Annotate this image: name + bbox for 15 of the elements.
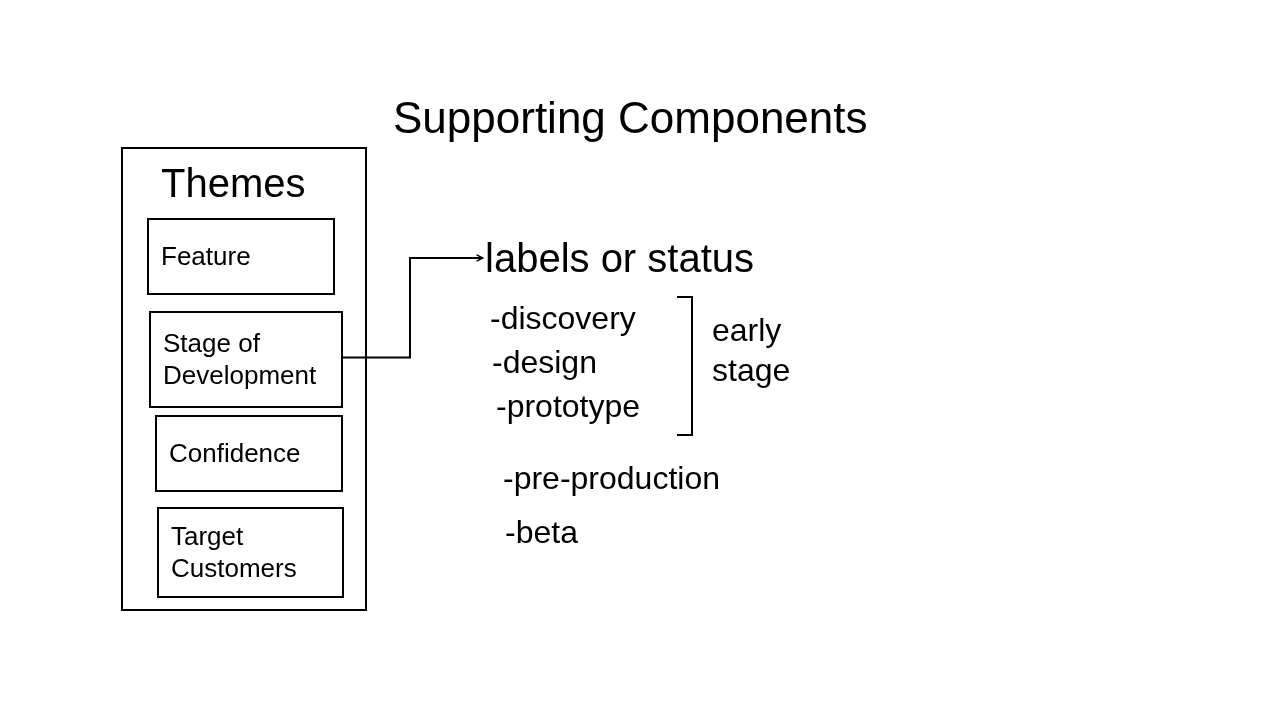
item-box: Feature: [147, 218, 335, 295]
list-item: -prototype: [496, 387, 641, 426]
item-box: Target Customers: [157, 507, 344, 598]
node-text: labels or status: [485, 235, 755, 282]
list-item: -design: [492, 343, 597, 382]
container-box: [121, 147, 367, 611]
diagram-title: Supporting Components: [393, 92, 868, 144]
arrow: [340, 254, 484, 359]
item-box: Stage of Development: [149, 311, 343, 408]
list-item: -discovery: [490, 299, 636, 338]
list-item: -beta: [505, 513, 578, 552]
item-box: Confidence: [155, 415, 343, 492]
bracket-note: early stage: [712, 311, 792, 390]
group-heading: Themes: [161, 160, 306, 207]
list-item: -pre-production: [503, 459, 720, 498]
